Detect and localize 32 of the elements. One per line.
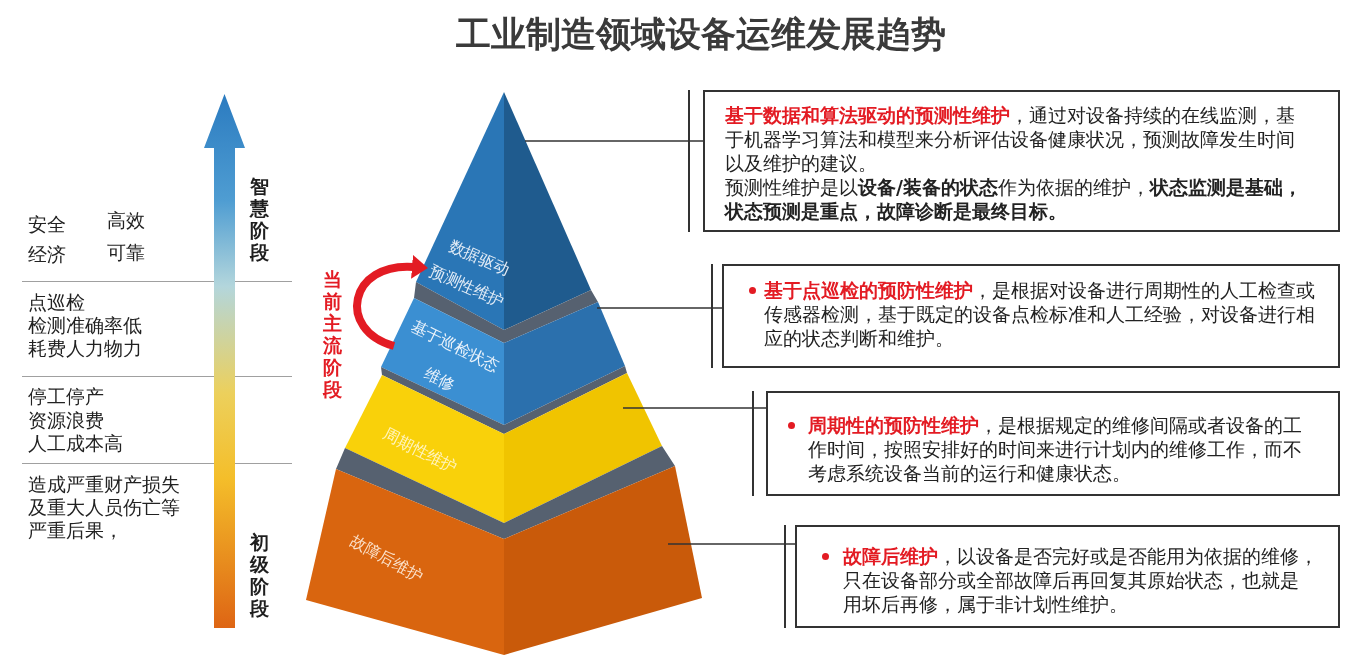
description-box xyxy=(703,90,1340,232)
description-text: 基于数据和算法驱动的预测性维护，通过对设备持续的在线监测，基于机器学习算法和模型来分析评估设备健康状况，预测故障发生时间以及维护的建议。 xyxy=(725,103,1296,175)
side-note: 造成严重财产损失及重大人员伤亡等严重后果， xyxy=(28,473,181,542)
stage-label: 初级阶段 xyxy=(249,531,269,619)
tier-label: 基于巡检状态维修 xyxy=(406,315,504,397)
tier-label: 数据驱动预测性维护 xyxy=(425,235,514,314)
description-box xyxy=(722,264,1340,368)
leader-line xyxy=(596,307,723,309)
side-note: 可靠 xyxy=(107,241,145,264)
stage-label: 当前主流阶段 xyxy=(322,268,342,400)
description-text: 故障后维护，以设备是否完好或是否能用为依据的维修，只在设备部分或全部故障后再回复其原始状态，也就是用坏后再修，属于非计划性维护。 xyxy=(843,544,1319,616)
leader-line xyxy=(524,140,704,142)
side-note: 停工停产 xyxy=(28,385,104,408)
stage-label: 智慧阶段 xyxy=(249,175,269,263)
side-note: 高效 xyxy=(107,209,145,232)
description-box xyxy=(766,391,1340,496)
side-note: 资源浪费 xyxy=(28,409,104,432)
tier-label: 故障后维护 xyxy=(345,529,427,589)
side-note: 安全 xyxy=(28,213,66,236)
side-note: 耗费人力物力 xyxy=(28,337,142,360)
description-text: 基于点巡检的预防性维护，是根据对设备进行周期性的人工检查或传感器检测，基于既定的设备点检标准和人工经验，对设备进行相应的状态判断和维护。 xyxy=(764,278,1316,350)
tier-label: 周期性维护 xyxy=(379,422,462,480)
side-note: 点巡检 xyxy=(28,291,85,314)
side-note: 经济 xyxy=(28,243,66,266)
title: 工业制造领域设备运维发展趋势 xyxy=(456,13,946,56)
description-box xyxy=(795,525,1340,628)
description-text: 周期性的预防性维护，是根据规定的维修间隔或者设备的工作时间，按照安排好的时间来进行计划内的维修工作，而不考虑系统设备当前的运行和健康状态。 xyxy=(808,413,1303,485)
leader-line xyxy=(622,407,767,409)
description-text: 预测性维护是以设备/装备的状态作为依据的维护，状态监测是基础，状态预测是重点，故障诊断是最终目标。 xyxy=(725,175,1303,223)
side-note: 人工成本高 xyxy=(28,432,123,455)
leader-line xyxy=(667,543,796,545)
side-note: 检测准确率低 xyxy=(28,314,142,337)
